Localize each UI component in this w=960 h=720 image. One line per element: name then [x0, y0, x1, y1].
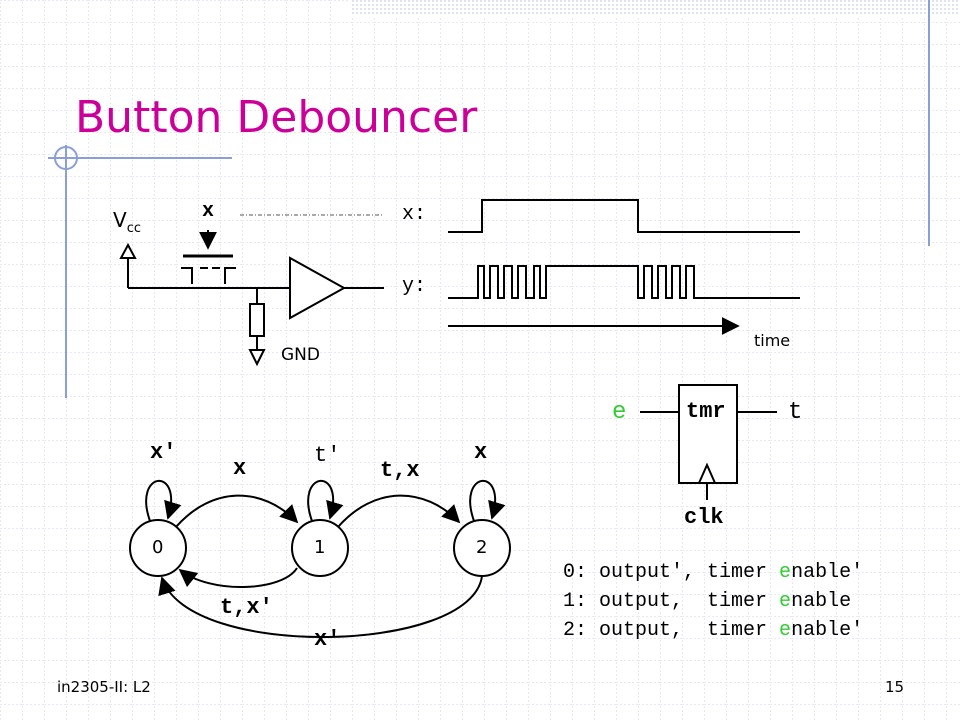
- timer-output-label: t: [788, 399, 803, 426]
- buffer-gate: [289, 256, 347, 320]
- state-2-label: 2: [476, 537, 488, 558]
- circuit-diagram: [119, 230, 384, 367]
- footer-course-label: in2305-II: L2: [57, 678, 151, 696]
- ground-triangle-icon: [248, 349, 266, 367]
- output-line-2: 2: output, timer enable′: [563, 619, 864, 642]
- x-signal-label: x:: [402, 203, 427, 226]
- transition-1-0-label: t,x′: [220, 595, 273, 620]
- slide-title: Button Debouncer: [75, 92, 478, 143]
- gnd-label: GND: [281, 345, 320, 365]
- timer-enable-label: e: [612, 399, 627, 426]
- transition-self-1-label: t′: [314, 443, 341, 468]
- waveform-diagram: [448, 199, 800, 335]
- arc-1-to-0: [178, 567, 298, 588]
- y-waveform: [448, 265, 800, 299]
- output-line-1: 1: output, timer enable: [563, 590, 852, 613]
- button-x-label: x: [202, 200, 215, 223]
- x-waveform: [448, 199, 800, 233]
- vcc-label: Vcc: [113, 208, 141, 236]
- timer-name-label: tmr: [686, 399, 726, 424]
- output-line-0: 0: output′, timer enable′: [563, 561, 864, 584]
- timer-clock-label: clk: [684, 505, 724, 530]
- fsm-diagram: [129, 479, 511, 638]
- pull-down-resistor: [249, 303, 265, 337]
- arc-0-to-1: [175, 494, 299, 528]
- timer-block: [640, 384, 777, 500]
- transition-self-0-label: x′: [150, 440, 177, 465]
- state-0-label: 0: [152, 537, 164, 558]
- self-loop-0: [145, 479, 182, 522]
- y-signal-label: y:: [402, 275, 427, 298]
- clock-edge-icon: [698, 462, 716, 484]
- page-number: 15: [885, 678, 905, 696]
- dotted-header-band: [350, 0, 960, 16]
- state-1-circle: [291, 519, 349, 577]
- transition-2-0-label: x′: [314, 627, 341, 652]
- arc-2-to-0: [158, 575, 483, 638]
- self-loop-2: [469, 479, 506, 522]
- arc-1-to-2: [337, 494, 461, 528]
- transition-0-1-label: x: [233, 456, 247, 481]
- state-0-circle: [129, 519, 187, 577]
- transition-self-2-label: x: [474, 440, 488, 465]
- transition-1-2-label: t,x: [380, 458, 420, 483]
- state-1-label: 1: [314, 537, 326, 558]
- time-label: time: [754, 331, 791, 350]
- corner-circle-icon: [54, 146, 78, 170]
- self-loop-1: [307, 479, 344, 522]
